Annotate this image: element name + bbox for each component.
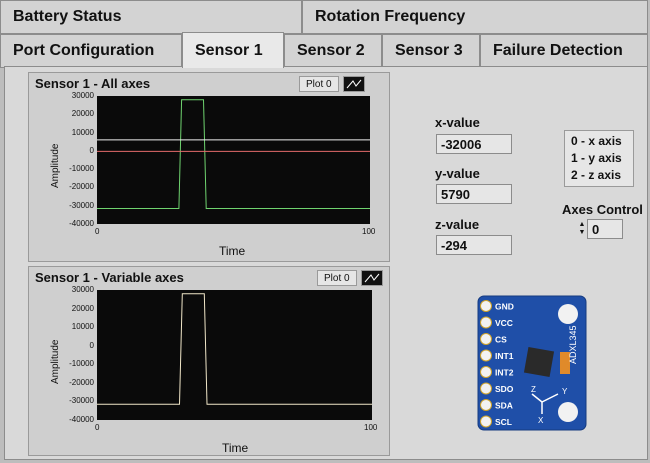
y-tick-label: -10000	[69, 164, 94, 174]
axes-legend-item: 0 - x axis	[571, 134, 622, 148]
pin-hole	[480, 415, 492, 428]
tab-port-configuration[interactable]: Port Configuration	[0, 34, 182, 68]
chart-variable-axes-svg	[97, 293, 372, 405]
pin-hole	[480, 349, 492, 362]
x-tick-label: 0	[95, 423, 100, 432]
chart-all-axes-ylabel: Amplitude	[50, 143, 61, 188]
pin-hole	[480, 366, 492, 378]
x-tick-label: 100	[364, 423, 378, 432]
tab-failure-detection-label: Failure Detection	[493, 42, 623, 59]
stepper-up-icon[interactable]: ▲	[578, 221, 586, 228]
pin-hole	[480, 316, 492, 329]
pin-label: INT1	[495, 351, 514, 361]
plot-legend-swatch	[342, 76, 365, 92]
x-value-label: x-value	[435, 115, 480, 130]
y-tick-label: 30000	[71, 91, 94, 100]
tab-sensor-1-label: Sensor 1	[195, 41, 263, 59]
chart-all-axes-xlabel: Time	[219, 244, 246, 258]
capacitor	[560, 352, 570, 374]
chart-all-axes-plot-area	[97, 96, 370, 224]
y-tick-label: -30000	[69, 200, 94, 210]
chart-all-axes-svg	[97, 99, 370, 209]
pin-label: GND	[495, 302, 514, 312]
y-tick-label: 0	[89, 145, 94, 155]
axis-arrow	[531, 393, 543, 403]
y-tick-label: -20000	[69, 377, 94, 387]
tab-sensor-2-label: Sensor 2	[297, 42, 365, 59]
chip-label: ADXL345	[568, 325, 578, 364]
x-tick-label: 0	[95, 227, 100, 236]
plot-legend[interactable]: Plot 0	[299, 76, 365, 92]
line-style-icon	[346, 79, 361, 89]
y-value-label: y-value	[435, 166, 480, 181]
y-tick-label: 20000	[71, 109, 94, 119]
x-tick-label: 100	[362, 227, 376, 236]
tab-sensor-3-label: Sensor 3	[395, 42, 463, 59]
y-tick-label: 20000	[71, 303, 94, 313]
axes-legend: 0 - x axis 1 - y axis 2 - z axis	[564, 130, 634, 187]
pin-hole	[480, 399, 492, 411]
y-tick-label: -30000	[69, 396, 94, 406]
y-tick-label: 0	[89, 340, 94, 350]
axes-legend-item: 2 - z axis	[571, 168, 622, 182]
axis-arrow	[541, 393, 559, 403]
y-tick-label: 10000	[71, 127, 94, 137]
mounting-hole	[558, 304, 578, 324]
tab-battery-status-label: Battery Status	[13, 8, 122, 25]
chart-variable-axes-plot-area	[97, 290, 372, 420]
stepper-down-icon[interactable]: ▼	[578, 229, 586, 236]
chart-variable-axes-xlabel: Time	[222, 441, 249, 455]
y-tick-label: -10000	[69, 359, 94, 369]
mounting-hole	[558, 402, 578, 422]
pin-label: INT2	[495, 368, 514, 378]
pin-hole	[480, 333, 492, 345]
axes-control-label: Axes Control	[562, 202, 643, 217]
axis-label-x: X	[538, 416, 544, 425]
z-value-label: z-value	[435, 217, 480, 232]
tab-sensor-2[interactable]: Sensor 2	[284, 34, 382, 68]
y-tick-label: 30000	[71, 285, 94, 294]
pin-label: CS	[495, 335, 507, 345]
axis-label-z: Z	[531, 385, 536, 394]
pin-label: SDA	[495, 401, 513, 411]
stepper-arrows[interactable]: ▲ ▼	[577, 219, 587, 239]
axes-control-input[interactable]: 0	[587, 219, 623, 239]
axis-label-y: Y	[562, 387, 568, 396]
series-line	[97, 99, 370, 209]
plot-legend-2-swatch	[360, 270, 383, 286]
pin-label: SDO	[495, 384, 514, 394]
pin-hole	[480, 300, 492, 312]
pin-label: VCC	[495, 318, 513, 328]
y-tick-label: -40000	[69, 415, 94, 424]
y-tick-label: -40000	[69, 219, 94, 228]
tab-failure-detection[interactable]: Failure Detection	[480, 34, 648, 68]
tab-sensor-3[interactable]: Sensor 3	[382, 34, 480, 68]
plot-legend-2[interactable]: Plot 0	[317, 270, 383, 286]
plot-legend-2-label: Plot 0	[317, 270, 357, 286]
plot-legend-label: Plot 0	[299, 76, 339, 92]
chart-variable-axes-title: Sensor 1 - Variable axes	[35, 270, 184, 285]
x-value-indicator: -32006	[436, 134, 512, 154]
axes-control-stepper[interactable]: ▲ ▼ 0	[577, 219, 623, 239]
tab-port-configuration-label: Port Configuration	[13, 42, 155, 59]
series-line	[97, 293, 372, 405]
y-tick-label: 10000	[71, 322, 94, 332]
line-style-icon	[364, 273, 379, 283]
pin-hole	[480, 382, 492, 395]
pin-label: SCL	[495, 417, 512, 427]
y-value-indicator: 5790	[436, 184, 512, 204]
tab-sensor-1[interactable]: Sensor 1	[182, 32, 284, 68]
accelerometer-chip	[523, 346, 555, 378]
axes-legend-item: 1 - y axis	[571, 151, 622, 165]
tab-battery-status[interactable]: Battery Status	[0, 0, 302, 34]
chart-variable-axes-ylabel: Amplitude	[50, 339, 61, 384]
tab-rotation-frequency-label: Rotation Frequency	[315, 8, 466, 25]
y-tick-label: -20000	[69, 182, 94, 192]
tab-rotation-frequency[interactable]: Rotation Frequency	[302, 0, 648, 34]
z-value-indicator: -294	[436, 235, 512, 255]
chart-all-axes-title: Sensor 1 - All axes	[35, 76, 151, 91]
